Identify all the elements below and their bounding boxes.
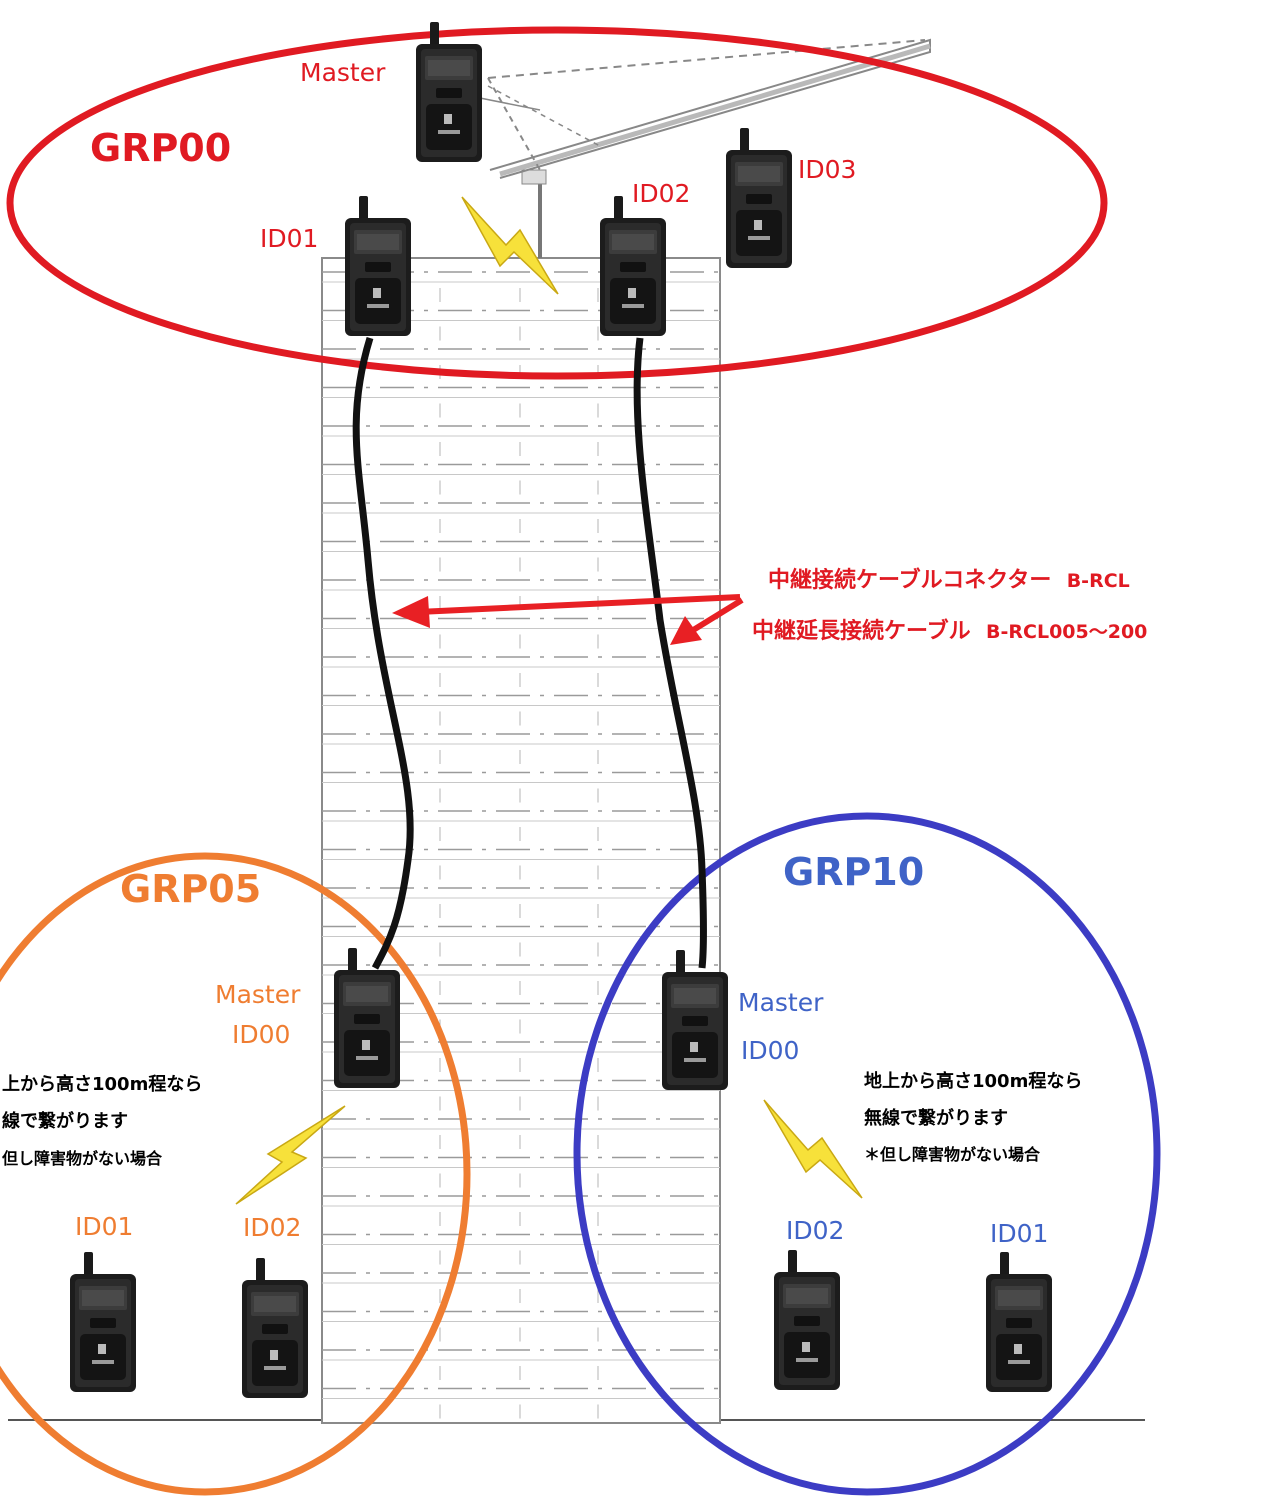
label-master-grp05: Master bbox=[215, 980, 301, 1009]
cable-connector-text: 中継接続ケーブルコネクター bbox=[768, 568, 1052, 593]
group-title-grp10: GRP10 bbox=[783, 850, 925, 894]
label-id01-grp10: ID01 bbox=[990, 1219, 1049, 1248]
range-note-line2-grp05: 線で繋がります bbox=[2, 1111, 128, 1132]
range-note-line1-grp10: 地上から高さ100m程なら bbox=[864, 1071, 1083, 1092]
radio-id01-grp00 bbox=[345, 196, 411, 336]
relay-cable-left bbox=[352, 336, 414, 970]
group-boundary-grp10 bbox=[573, 812, 1161, 1496]
radio-id02-grp00 bbox=[600, 196, 666, 336]
cable-extension-text: 中継延長接続ケーブル bbox=[752, 619, 971, 644]
label-master-id-grp05: ID00 bbox=[232, 1020, 291, 1049]
radio-id01-grp10 bbox=[986, 1252, 1052, 1392]
range-note-line3-grp10: ＊但し障害物がない場合 bbox=[864, 1145, 1041, 1164]
cable-extension-model: B-RCL005〜200 bbox=[986, 621, 1148, 643]
group-title-grp00: GRP00 bbox=[90, 126, 232, 170]
range-note-line3-grp05: 但し障害物がない場合 bbox=[2, 1149, 163, 1168]
group-boundary-grp00 bbox=[6, 26, 1108, 380]
label-id03-grp00: ID03 bbox=[798, 155, 857, 184]
label-master-grp00: Master bbox=[300, 58, 386, 87]
radio-id01-grp05 bbox=[70, 1252, 136, 1392]
lightning-bolt-icon bbox=[235, 196, 863, 1205]
cable-extension-note: 中継延長接続ケーブル B-RCL005〜200 bbox=[752, 621, 1147, 643]
building-icon bbox=[321, 257, 721, 1424]
cable-connector-model: B-RCL bbox=[1066, 570, 1130, 592]
range-note-line1-grp05: 上から高さ100m程なら bbox=[2, 1074, 203, 1095]
master-radio-grp00 bbox=[416, 22, 482, 162]
label-master-id-grp10: ID00 bbox=[741, 1036, 800, 1065]
radio-id02-grp10 bbox=[774, 1250, 840, 1390]
label-id01-grp00: ID01 bbox=[260, 224, 319, 253]
label-id01-grp05: ID01 bbox=[75, 1212, 134, 1241]
label-master-grp10: Master bbox=[738, 988, 824, 1017]
range-note-line2-grp10: 無線で繋がります bbox=[864, 1108, 1008, 1129]
tower-crane-icon bbox=[469, 38, 931, 258]
group-title-grp05: GRP05 bbox=[120, 867, 262, 911]
cable-connector-note: 中継接続ケーブルコネクター B-RCL bbox=[768, 570, 1130, 592]
label-id02-grp05: ID02 bbox=[243, 1213, 302, 1242]
radio-id03-grp00 bbox=[726, 128, 792, 268]
label-id02-grp00: ID02 bbox=[632, 179, 691, 208]
relay-cable-right bbox=[633, 337, 707, 969]
cable-arrow-icon bbox=[392, 594, 744, 645]
radio-id02-grp05 bbox=[242, 1258, 308, 1398]
label-id02-grp10: ID02 bbox=[786, 1216, 845, 1245]
group-boundary-grp05 bbox=[0, 852, 471, 1496]
